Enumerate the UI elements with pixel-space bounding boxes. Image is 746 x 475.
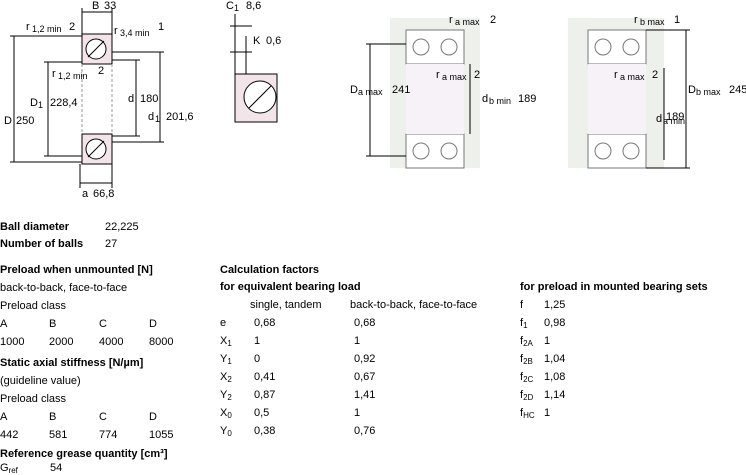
dim-rbmax-sub: b max bbox=[640, 17, 665, 27]
dim-ramax2-value: 2 bbox=[474, 69, 480, 81]
cross-section-drawing bbox=[10, 8, 164, 188]
dim-r12b-label: r bbox=[52, 68, 56, 80]
dim-ramax1-value: 2 bbox=[490, 14, 496, 26]
grease-value: 54 bbox=[50, 462, 63, 474]
housing-drawing-1 bbox=[366, 18, 480, 169]
dim-ramax3-sub: a max bbox=[620, 72, 645, 82]
dim-dbmax-label: D bbox=[688, 84, 696, 96]
dim-damax-label: D bbox=[350, 84, 358, 96]
dim-damax-value: 241 bbox=[392, 84, 410, 96]
stiffness-class-d: D bbox=[149, 411, 157, 423]
mounted-heading: for preload in mounted bearing sets bbox=[520, 281, 708, 293]
number-of-balls-value: 27 bbox=[105, 238, 118, 250]
ball-diameter-value: 22,225 bbox=[105, 221, 139, 233]
dim-b-value: 33 bbox=[104, 0, 116, 12]
preload-class-label: Preload class bbox=[0, 300, 67, 312]
number-of-balls-label: Number of balls bbox=[0, 238, 84, 250]
ball-diameter-label: Ball diameter bbox=[0, 221, 70, 233]
dim-b-label: B bbox=[92, 0, 99, 12]
dim-r12b-value: 2 bbox=[98, 65, 104, 77]
stiffness-value-d: 1055 bbox=[149, 429, 174, 441]
dim-r34-value: 1 bbox=[158, 21, 164, 33]
dim-rbmax-label: r bbox=[634, 14, 638, 26]
dim-a-label: a bbox=[82, 188, 89, 200]
calc-col1-header: single, tandem bbox=[250, 299, 322, 311]
dim-k-label: K bbox=[253, 35, 261, 47]
dim-rbmax-value: 1 bbox=[674, 14, 680, 26]
preload-class-a: A bbox=[0, 318, 8, 330]
housing-drawing-2 bbox=[568, 18, 690, 169]
preload-value-d: 8000 bbox=[149, 336, 174, 348]
dim-d1-value: 228,4 bbox=[50, 97, 78, 109]
dim-D-label: D bbox=[4, 115, 12, 127]
stiffness-class-a: A bbox=[0, 411, 8, 423]
dim-ramax1-sub: a max bbox=[455, 17, 480, 27]
dim-d1-label: D bbox=[30, 97, 38, 109]
dim-r34-label: r bbox=[114, 25, 118, 37]
dim-dbmax-sub: b max bbox=[696, 87, 721, 97]
stiffness-note: (guideline value) bbox=[0, 375, 81, 387]
dim-dbmin-sub: b min bbox=[489, 96, 511, 106]
dim-c1-value: 8,6 bbox=[246, 0, 261, 12]
dim-damin-label: d bbox=[656, 113, 662, 125]
preload-heading: Preload when unmounted [N] bbox=[0, 264, 153, 276]
dim-ramax2-sub: a max bbox=[442, 72, 467, 82]
dim-a-value: 66,8 bbox=[93, 188, 114, 200]
detail-drawing bbox=[230, 14, 278, 123]
preload-value-a: 1000 bbox=[0, 336, 25, 348]
dim-k-value: 0,6 bbox=[266, 35, 281, 47]
stiffness-heading: Static axial stiffness [N/µm] bbox=[0, 357, 144, 369]
bearing-drawings: B 33 r 1,2 min 2 r 3,4 min 1 r 1,2 min 2… bbox=[4, 0, 746, 200]
preload-class-b: B bbox=[49, 318, 57, 330]
dim-r12-label: r bbox=[26, 21, 30, 33]
dim-d1s-value: 201,6 bbox=[166, 111, 194, 123]
stiffness-class-b: B bbox=[49, 411, 57, 423]
dim-d-value: 180 bbox=[140, 93, 158, 105]
preload-class-c: C bbox=[99, 318, 107, 330]
dim-ramax3-label: r bbox=[614, 69, 618, 81]
dim-damin-sub: a min bbox=[663, 116, 685, 126]
calc-heading: Calculation factors bbox=[220, 264, 320, 276]
dim-ramax1-label: r bbox=[449, 14, 453, 26]
preload-class-d: D bbox=[149, 318, 157, 330]
dim-d-label: d bbox=[128, 93, 134, 105]
dim-d1s-label: d bbox=[148, 111, 154, 123]
grease-label: Gref bbox=[0, 462, 18, 475]
preload-value-c: 4000 bbox=[99, 336, 124, 348]
dim-r34-sub: 3,4 min bbox=[120, 28, 150, 38]
dim-damax-sub: a max bbox=[358, 87, 383, 97]
stiffness-value-b: 581 bbox=[49, 429, 68, 441]
grease-heading: Reference grease quantity [cm³] bbox=[0, 448, 168, 460]
calc-table: e 0,68 0,68 X1 1 1 Y1 0 0,92 X2 0,41 0,6… bbox=[220, 317, 376, 438]
dim-dbmin-label: d bbox=[482, 93, 488, 105]
dim-r12-sub: 1,2 min bbox=[32, 24, 62, 34]
calc-subheading: for equivalent bearing load bbox=[220, 281, 361, 293]
dim-c1-sub: 1 bbox=[234, 3, 239, 13]
stiffness-value-a: 442 bbox=[0, 429, 19, 441]
preload-value-b: 2000 bbox=[49, 336, 74, 348]
dim-damin-value: 189 bbox=[666, 111, 684, 123]
dim-d1-sub: 1 bbox=[38, 100, 43, 110]
stiffness-value-c: 774 bbox=[99, 429, 118, 441]
dim-r12b-sub: 1,2 min bbox=[58, 71, 88, 81]
stiffness-class-c: C bbox=[99, 411, 107, 423]
dim-dbmax-value: 245 bbox=[729, 84, 746, 96]
dim-D-value: 250 bbox=[16, 115, 34, 127]
preload-arrangement: back-to-back, face-to-face bbox=[0, 282, 128, 294]
dim-c1-label: C bbox=[226, 0, 234, 12]
stiffness-class-label: Preload class bbox=[0, 393, 67, 405]
dim-d1s-sub: 1 bbox=[155, 114, 160, 124]
dim-ramax2-label: r bbox=[436, 69, 440, 81]
dim-ramax3-value: 2 bbox=[652, 69, 658, 81]
dim-r12-value: 2 bbox=[69, 21, 75, 33]
mounted-table: f 1,25 f1 0,98 f2A 1 f2B 1,04 f2C 1,08 f… bbox=[520, 299, 566, 420]
calc-col2-header: back-to-back, face-to-face bbox=[350, 299, 478, 311]
dim-dbmin-value: 189 bbox=[518, 93, 536, 105]
